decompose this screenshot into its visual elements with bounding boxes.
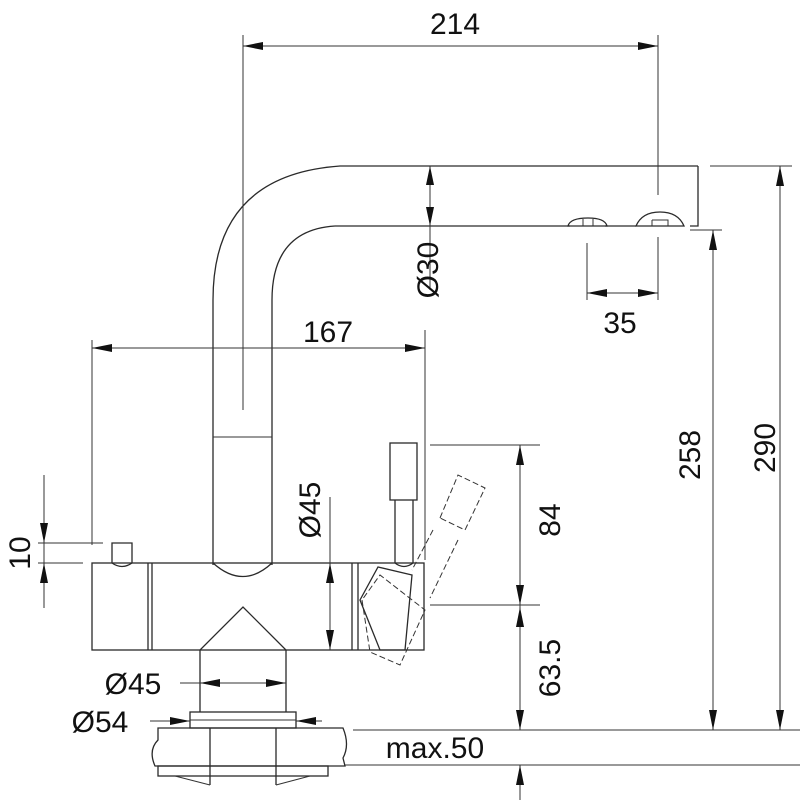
aerator-small	[567, 217, 608, 227]
dim-label-258: 258	[674, 430, 707, 480]
dim-spout-diameter: Ø30	[412, 166, 445, 298]
dim-214: 214	[243, 8, 659, 195]
dim-label-167: 167	[303, 316, 353, 349]
spout	[212, 35, 699, 577]
countertop	[151, 727, 348, 786]
dim-flange-diameter: Ø54	[72, 706, 322, 739]
dim-body-diameter: Ø45	[294, 482, 334, 650]
dim-label-214: 214	[430, 8, 480, 41]
dim-max-50: max.50	[345, 729, 800, 800]
dim-label-shank-diameter: Ø45	[105, 668, 162, 701]
dim-label-spout-diameter: Ø30	[412, 242, 445, 299]
aerator-large	[635, 211, 685, 227]
dim-167: 167	[91, 316, 426, 560]
dim-label-35: 35	[603, 307, 636, 340]
shank	[189, 606, 297, 729]
dim-290: 290	[710, 165, 792, 730]
dim-label-max-50: max.50	[386, 732, 484, 765]
dim-35: 35	[586, 237, 659, 340]
lever	[359, 442, 486, 666]
dim-label-10: 10	[4, 536, 37, 569]
dim-84: 84	[430, 444, 567, 730]
dim-label-290: 290	[749, 423, 782, 473]
dim-63-5: 63.5	[516, 607, 567, 730]
dim-10: 10	[4, 475, 103, 608]
dim-label-63-5: 63.5	[534, 639, 567, 697]
dim-label-flange-diameter: Ø54	[72, 706, 129, 739]
dim-shank-diameter: Ø45	[105, 668, 286, 701]
faucet-body	[91, 542, 425, 651]
dim-label-84: 84	[534, 503, 567, 536]
dim-258: 258	[674, 229, 722, 730]
dim-label-body-diameter: Ø45	[294, 482, 327, 539]
